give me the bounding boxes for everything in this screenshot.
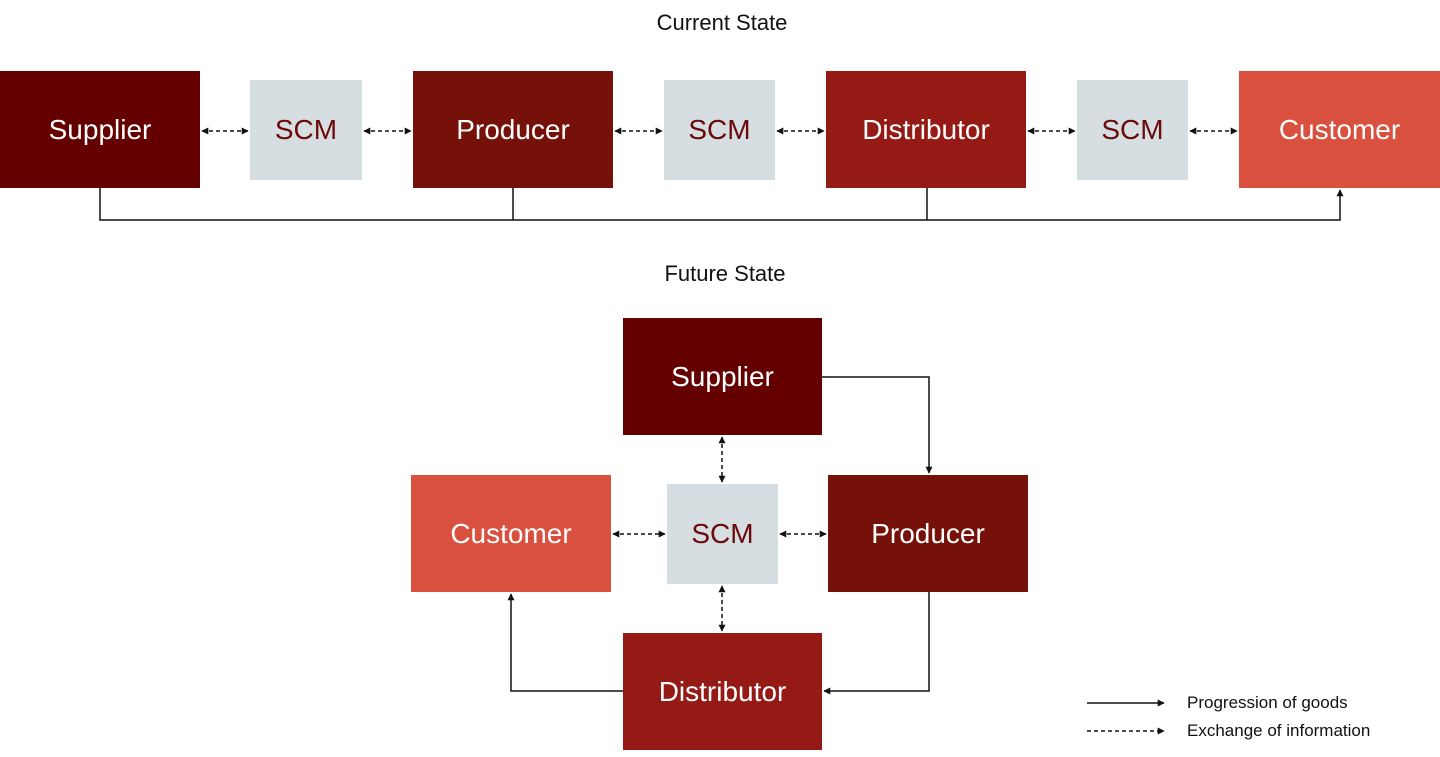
current-customer-box: Customer: [1239, 71, 1440, 188]
future-scm-box: SCM: [667, 484, 778, 584]
future-state-title: Future State: [664, 261, 786, 286]
goods-line-current: [99, 188, 1344, 221]
future-distributor-box: Distributor: [623, 633, 822, 750]
future-supplier-box: Supplier: [623, 318, 822, 435]
current-producer-box: Producer: [413, 71, 613, 188]
current-supplier-box: Supplier: [0, 71, 200, 188]
current-scm-box-2: SCM: [664, 80, 775, 180]
future-customer-box: Customer: [411, 475, 611, 592]
goods-arrow-producer-distributor: [823, 592, 930, 695]
goods-arrow-supplier-producer: [822, 376, 933, 474]
current-distributor-box: Distributor: [826, 71, 1026, 188]
legend-info-label: Exchange of information: [1187, 721, 1371, 740]
current-scm-box-3: SCM: [1077, 80, 1188, 180]
current-scm-box-1: SCM: [250, 80, 362, 180]
current-state-title: Current State: [656, 10, 788, 35]
goods-arrow-distributor-customer: [507, 593, 623, 692]
future-producer-box: Producer: [828, 475, 1028, 592]
legend-goods-label: Progression of goods: [1187, 693, 1348, 712]
